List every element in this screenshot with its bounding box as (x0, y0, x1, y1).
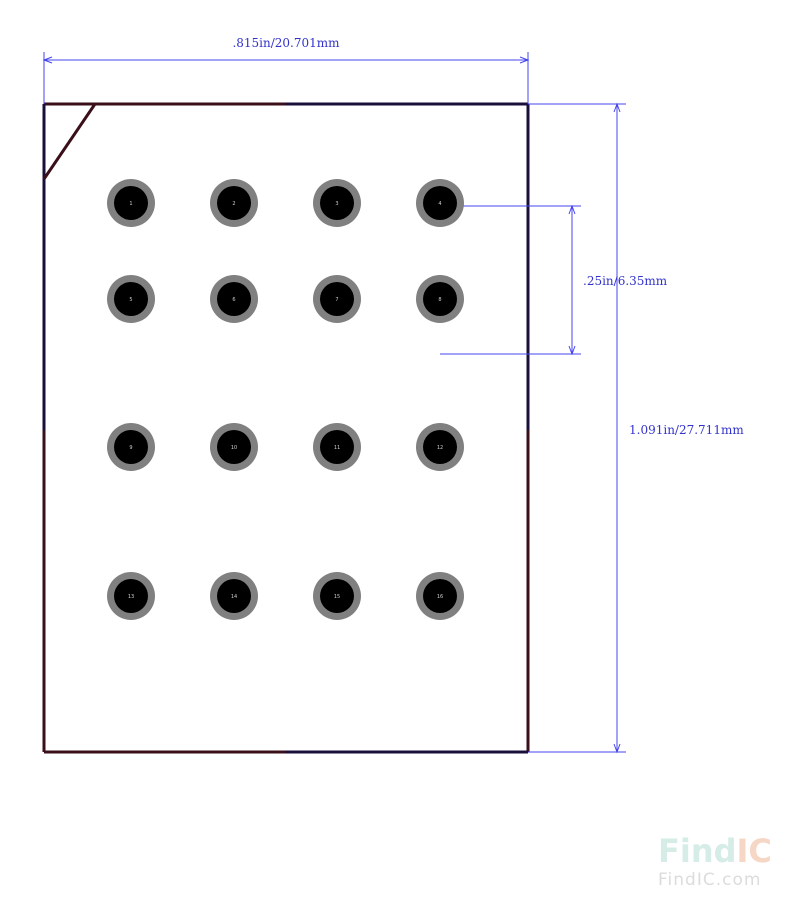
pin-pad: 8 (416, 275, 464, 323)
pin-number: 10 (231, 445, 237, 451)
pin-number: 14 (231, 594, 237, 600)
pin-pad: 5 (107, 275, 155, 323)
pin-pad-hole (423, 430, 457, 464)
pin-pad-hole (423, 282, 457, 316)
pin-pad-hole (217, 282, 251, 316)
pin-number: 15 (334, 594, 340, 600)
height-dimension (528, 102, 626, 754)
width-dimension-label: .815in/20.701mm (232, 36, 340, 50)
logo-ic-text: IC (737, 832, 772, 870)
pin-pad-hole (217, 430, 251, 464)
pin-pad: 2 (210, 179, 258, 227)
pin-number: 5 (129, 297, 132, 303)
pin-pad-hole (320, 186, 354, 220)
pin-number: 12 (437, 445, 443, 451)
pin-pad-hole (114, 282, 148, 316)
pin-number: 11 (334, 445, 340, 451)
findic-logo: FindIC (658, 832, 772, 870)
watermark-url: FindIC.com (658, 870, 761, 890)
pin1-corner-chamfer (42, 103, 97, 180)
pin-number: 16 (437, 594, 443, 600)
pin-number: 3 (335, 201, 338, 207)
pin-pad: 15 (313, 572, 361, 620)
pin-pad: 10 (210, 423, 258, 471)
pin-pad: 7 (313, 275, 361, 323)
pin-pad-hole (423, 186, 457, 220)
pin-pad: 16 (416, 572, 464, 620)
pin-pad-hole (320, 430, 354, 464)
pin-number: 2 (232, 201, 235, 207)
pin-number: 9 (129, 445, 132, 451)
pin-pad: 4 (416, 179, 464, 227)
pin-pad-hole (114, 186, 148, 220)
pin-pad-hole (217, 579, 251, 613)
svg-text:FindIC: FindIC (658, 832, 772, 870)
pin-pad-hole (423, 579, 457, 613)
package-outline (42, 102, 530, 754)
pin-number: 13 (128, 594, 134, 600)
width-dimension (42, 52, 530, 104)
pin-pad-hole (320, 579, 354, 613)
pin-pad: 13 (107, 572, 155, 620)
pin-pad: 6 (210, 275, 258, 323)
height-dimension-label: 1.091in/27.711mm (629, 423, 744, 437)
logo-find-text: Find (658, 832, 737, 870)
pitch-dimension-label: .25in/6.35mm (583, 274, 668, 288)
pin-number: 8 (438, 297, 441, 303)
pin-pad: 12 (416, 423, 464, 471)
pin-pad-hole (320, 282, 354, 316)
pin-pad: 11 (313, 423, 361, 471)
pin-pad-hole (217, 186, 251, 220)
pin-pad: 9 (107, 423, 155, 471)
pin-number: 6 (232, 297, 235, 303)
pin-pad-hole (114, 430, 148, 464)
pin-pad: 3 (313, 179, 361, 227)
pin-pad: 1 (107, 179, 155, 227)
pin-number: 7 (335, 297, 338, 303)
pin-pad: 14 (210, 572, 258, 620)
pin-number: 1 (129, 201, 132, 207)
pin-pad-hole (114, 579, 148, 613)
pin-number: 4 (438, 201, 441, 207)
pitch-dimension (440, 204, 581, 356)
